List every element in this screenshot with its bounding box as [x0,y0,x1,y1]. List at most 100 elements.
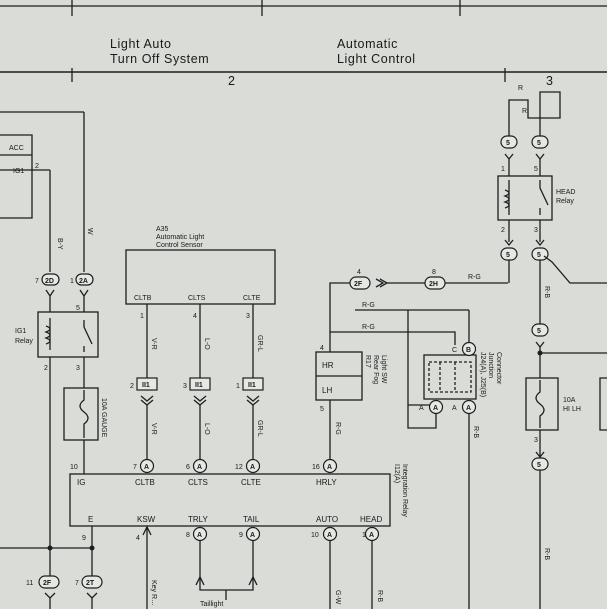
connector-5-a [500,135,518,149]
gauge-fuse-label: 10A GAUGE [100,398,107,438]
sensor-pin-clte: CLTE [243,295,261,302]
wire-rg-top: R-G [468,274,481,281]
wire-rb-head: R-B [543,286,550,298]
wire-vr-bot: V-R [150,423,157,435]
connector-5-b-label: 5 [537,140,541,147]
ir-term-hrly: HRLY [316,478,337,487]
ir-name: Integration Relay [401,464,408,517]
conn-a-tail-label: A [250,532,255,539]
pin-8-trly: 8 [186,532,190,539]
rear-fog-lh: LH [322,386,332,395]
conn-a-auto-label: A [327,532,332,539]
ir-term-clte: CLTE [241,478,261,487]
junction-a-mid: A [452,405,457,412]
connector-ii1-b-label: II1 [195,382,203,389]
conn-a-hrly-label: A [327,464,332,471]
connector-2a-label: 2A [79,278,88,285]
ir-term-tail: TAIL [243,515,260,524]
wire-rg-mid: R-G [362,324,375,331]
connector-2f-bottom-label: 2F [43,580,52,587]
sensor-name2: Control Sensor [156,242,203,249]
col2-title-line1: Light Auto [110,37,172,51]
wire-grl-bot: GR-L [256,420,263,437]
head-relay: R R [497,85,561,221]
conn-a-clts [192,458,208,474]
ig1-relay [37,311,99,388]
junction-c: C [452,347,457,354]
sensor-pin-clts: CLTS [188,295,206,302]
connector-2t-label: 2T [86,580,95,587]
junction-connector [423,354,477,400]
ir-term-ig: IG [77,478,85,487]
wire-rg-rearfog: R-G [334,422,341,435]
conn-a-clte [245,458,261,474]
head-relay-label1: HEAD [556,189,575,196]
connector-ii1-a-label: II1 [142,382,150,389]
sensor-pin3: 3 [246,313,250,320]
rear-fog-id: R17 [364,355,371,368]
ii1-pin2: 2 [130,383,134,390]
wire-rb-junction: R-B [472,426,479,438]
conn-a-head-label: A [369,532,374,539]
wire-vr-top: V-R [150,338,157,350]
junction-line2: Junction [487,352,494,378]
conn-a-clts-label: A [197,464,202,471]
junction-line1: J24(A), J25(B) [479,352,486,397]
connector-ii1-b [189,377,211,391]
connector-ii1-c [242,377,264,391]
sensor-id: A35 [156,226,169,233]
acc-label: ACC [9,145,24,152]
hi-lh-fuse-label1: 10A [563,397,576,404]
ig1-pin-5: 5 [76,305,80,312]
connector-2a [75,273,94,286]
ir-term-head: HEAD [360,515,382,524]
ig1-label: IG1 [13,168,24,175]
ig1-pin-3: 3 [76,365,80,372]
ig1-relay-label2: Relay [15,338,33,345]
connector-5-a-label: 5 [506,140,510,147]
column-number-3: 3 [546,74,554,88]
column-number-2: 2 [228,74,236,88]
ir-term-e: E [88,515,93,524]
hi-lh-fuse [525,377,607,458]
conn-a-trly-label: A [197,532,202,539]
wire-lo-top: L-O [203,338,210,350]
pin-11-2f: 11 [26,580,33,587]
wire-rb-fuse: R-B [543,548,550,560]
taillight-label: Taillight [200,601,223,608]
fuse-pin-3: 3 [534,437,538,444]
sensor-pin1: 1 [140,313,144,320]
pin-1-head: 1 [362,532,366,539]
rear-fog-pin5: 5 [320,406,324,413]
sensor-name1: Automatic Light [156,234,204,241]
pin-8-2h: 8 [432,269,436,276]
ii1-pin3: 3 [183,383,187,390]
head-pin-2: 2 [501,227,505,234]
conn-a-cltb [139,458,155,474]
head-relay-label2: Relay [556,198,574,205]
sensor-pin-cltb: CLTB [134,295,152,302]
header-ruler [0,0,607,82]
conn-a-head [364,526,380,542]
pin-9-e: 9 [82,535,86,542]
conn-a-tail [245,526,261,542]
wire-by: B-Y [56,238,63,250]
pin-10-auto: 10 [311,532,319,539]
ir-term-clts: CLTS [188,478,208,487]
hi-lh-fuse-label2: HI LH [563,406,581,413]
conn-a-trly [192,526,208,542]
pin-7-2t: 7 [75,580,79,587]
integration-relay [69,473,391,527]
ii1-pin1: 1 [236,383,240,390]
gauge-fuse [63,387,99,474]
wire-rg-2: R-G [362,302,375,309]
pin-6-clts: 6 [186,464,190,471]
wire-rb-bottom: R-B [376,590,383,602]
conn-a-cltb-label: A [144,464,149,471]
connector-5-e [531,323,549,337]
sensor-pin4: 4 [193,313,197,320]
col2-title-line2: Turn Off System [110,52,209,66]
connector-ii1-c-label: II1 [248,382,256,389]
junction-a1-label: A [433,405,438,412]
